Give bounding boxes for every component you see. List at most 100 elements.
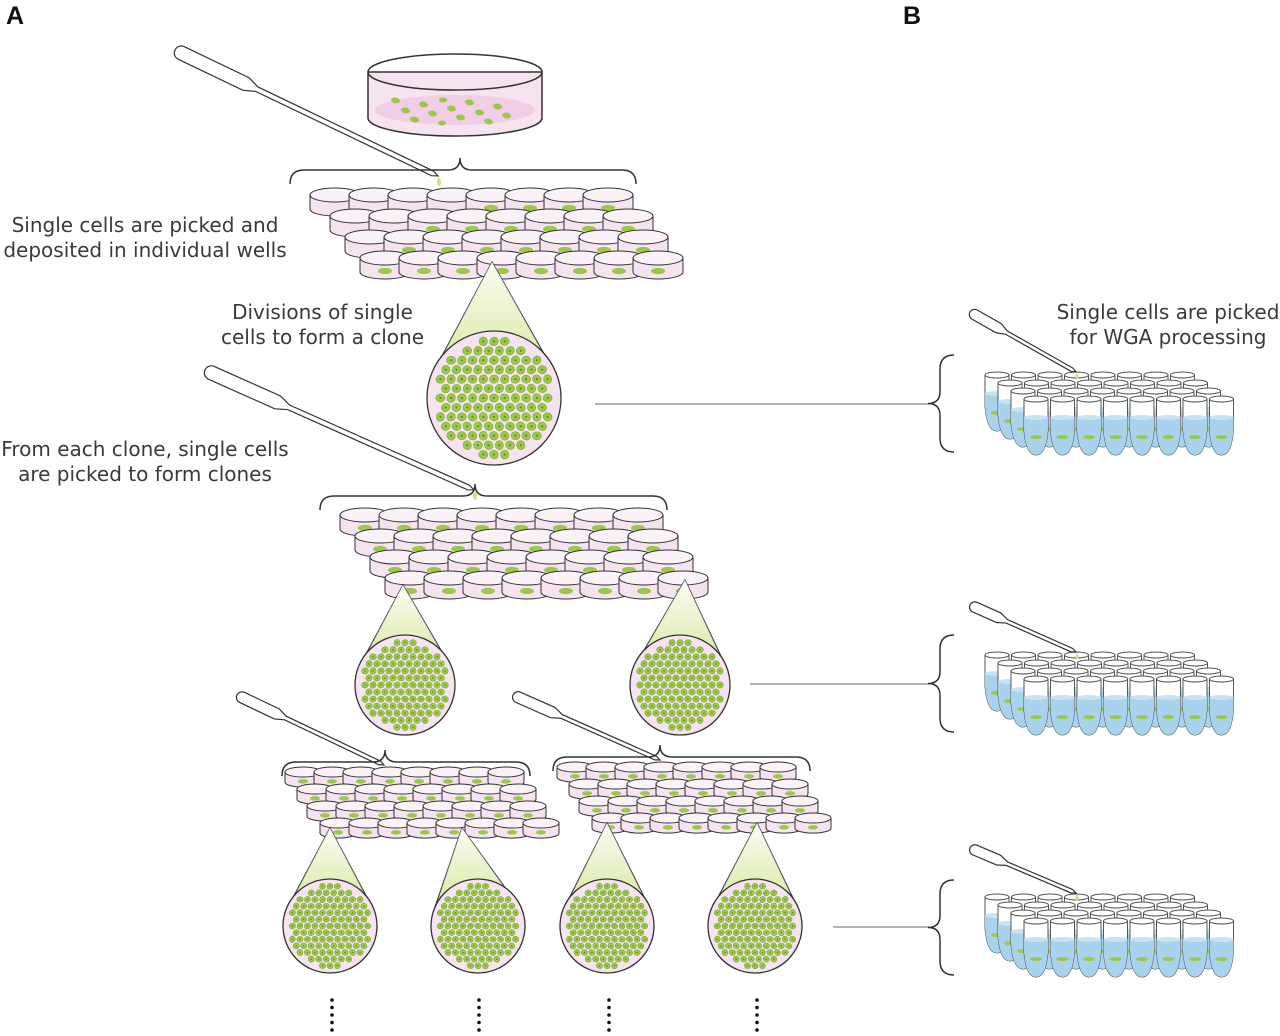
- nucleus: [496, 918, 498, 921]
- pcr-tube: [1023, 675, 1049, 736]
- nucleus: [683, 691, 685, 693]
- nucleus: [458, 931, 460, 934]
- nucleus: [471, 359, 474, 362]
- nucleus: [482, 359, 485, 362]
- nucleus: [546, 415, 549, 418]
- culture-well: [649, 812, 687, 834]
- cell: [442, 779, 454, 784]
- nucleus: [643, 691, 645, 693]
- culture-well: [632, 250, 684, 280]
- nucleus: [458, 892, 460, 894]
- clone: [629, 578, 731, 736]
- culture-well: [568, 778, 606, 800]
- nucleus: [625, 905, 627, 907]
- nucleus: [583, 925, 586, 927]
- nucleus: [325, 945, 327, 947]
- nucleus: [511, 905, 513, 907]
- nucleus: [535, 396, 538, 400]
- nucleus: [735, 958, 737, 960]
- nucleus: [579, 918, 582, 921]
- nucleus: [503, 415, 506, 418]
- nucleus: [671, 670, 673, 672]
- nucleus: [359, 912, 361, 914]
- nucleus: [503, 359, 506, 362]
- nucleus: [621, 951, 623, 954]
- nucleus: [412, 684, 414, 686]
- nucleus: [663, 656, 665, 658]
- clone: [426, 260, 562, 466]
- nucleus: [380, 712, 382, 714]
- nucleus: [647, 698, 649, 700]
- nucleus: [488, 918, 491, 921]
- nucleus: [436, 712, 438, 714]
- nucleus: [514, 359, 517, 362]
- nucleus: [679, 684, 681, 686]
- droplet: [1075, 373, 1079, 380]
- nucleus: [735, 918, 737, 921]
- nucleus: [444, 368, 447, 371]
- nucleus: [568, 925, 571, 927]
- nucleus: [507, 898, 509, 901]
- nucleus: [720, 945, 722, 947]
- brace: [319, 483, 668, 511]
- nucleus: [447, 925, 449, 927]
- caption-each-clone: From each clone, single cells are picked…: [0, 437, 290, 487]
- nucleus: [499, 912, 502, 914]
- culture-well: [398, 250, 450, 280]
- nucleus: [333, 905, 335, 907]
- nucleus: [659, 719, 661, 721]
- nucleus: [492, 912, 494, 914]
- nucleus: [465, 918, 468, 921]
- nucleus: [679, 656, 681, 658]
- pcr-tube: [1182, 395, 1208, 456]
- nucleus: [384, 705, 386, 707]
- nucleus: [503, 905, 506, 907]
- nucleus: [594, 905, 597, 907]
- cell: [485, 119, 493, 125]
- nucleus: [716, 925, 719, 927]
- nucleus: [625, 958, 627, 960]
- nucleus: [473, 958, 475, 960]
- nucleus: [617, 918, 620, 921]
- nucleus: [731, 925, 734, 927]
- cell: [420, 102, 428, 108]
- nucleus: [754, 951, 756, 954]
- cell: [1162, 435, 1175, 440]
- nucleus: [372, 670, 374, 672]
- nucleus: [340, 918, 343, 921]
- cell: [481, 587, 495, 595]
- nucleus: [699, 649, 701, 651]
- nucleus: [299, 925, 301, 927]
- nucleus: [396, 698, 398, 700]
- cell: [523, 204, 537, 212]
- pcr-tube: [1182, 675, 1208, 736]
- nucleus: [432, 691, 434, 693]
- nucleus: [640, 905, 642, 907]
- nucleus: [476, 349, 479, 352]
- cell: [569, 774, 581, 779]
- nucleus: [617, 945, 620, 947]
- nucleus: [496, 945, 498, 947]
- nucleus: [621, 925, 623, 927]
- nucleus: [671, 698, 673, 700]
- culture-well: [501, 570, 553, 600]
- nucleus: [336, 951, 339, 954]
- nucleus: [359, 951, 361, 954]
- nucleus: [746, 938, 749, 940]
- nucleus: [625, 892, 627, 894]
- caption-each-clone-line2: are picked to form clones: [18, 462, 272, 486]
- nucleus: [465, 892, 468, 894]
- nucleus: [416, 663, 418, 665]
- nucleus: [396, 712, 398, 714]
- nucleus: [388, 712, 390, 714]
- nucleus: [299, 951, 301, 954]
- nucleus: [302, 931, 305, 934]
- nucleus: [519, 406, 522, 409]
- nucleus: [639, 684, 641, 686]
- nucleus: [392, 705, 394, 707]
- nucleus: [579, 931, 582, 934]
- nucleus: [659, 663, 661, 665]
- nucleus: [587, 918, 589, 921]
- nucleus: [348, 918, 350, 921]
- nucleus: [481, 945, 483, 947]
